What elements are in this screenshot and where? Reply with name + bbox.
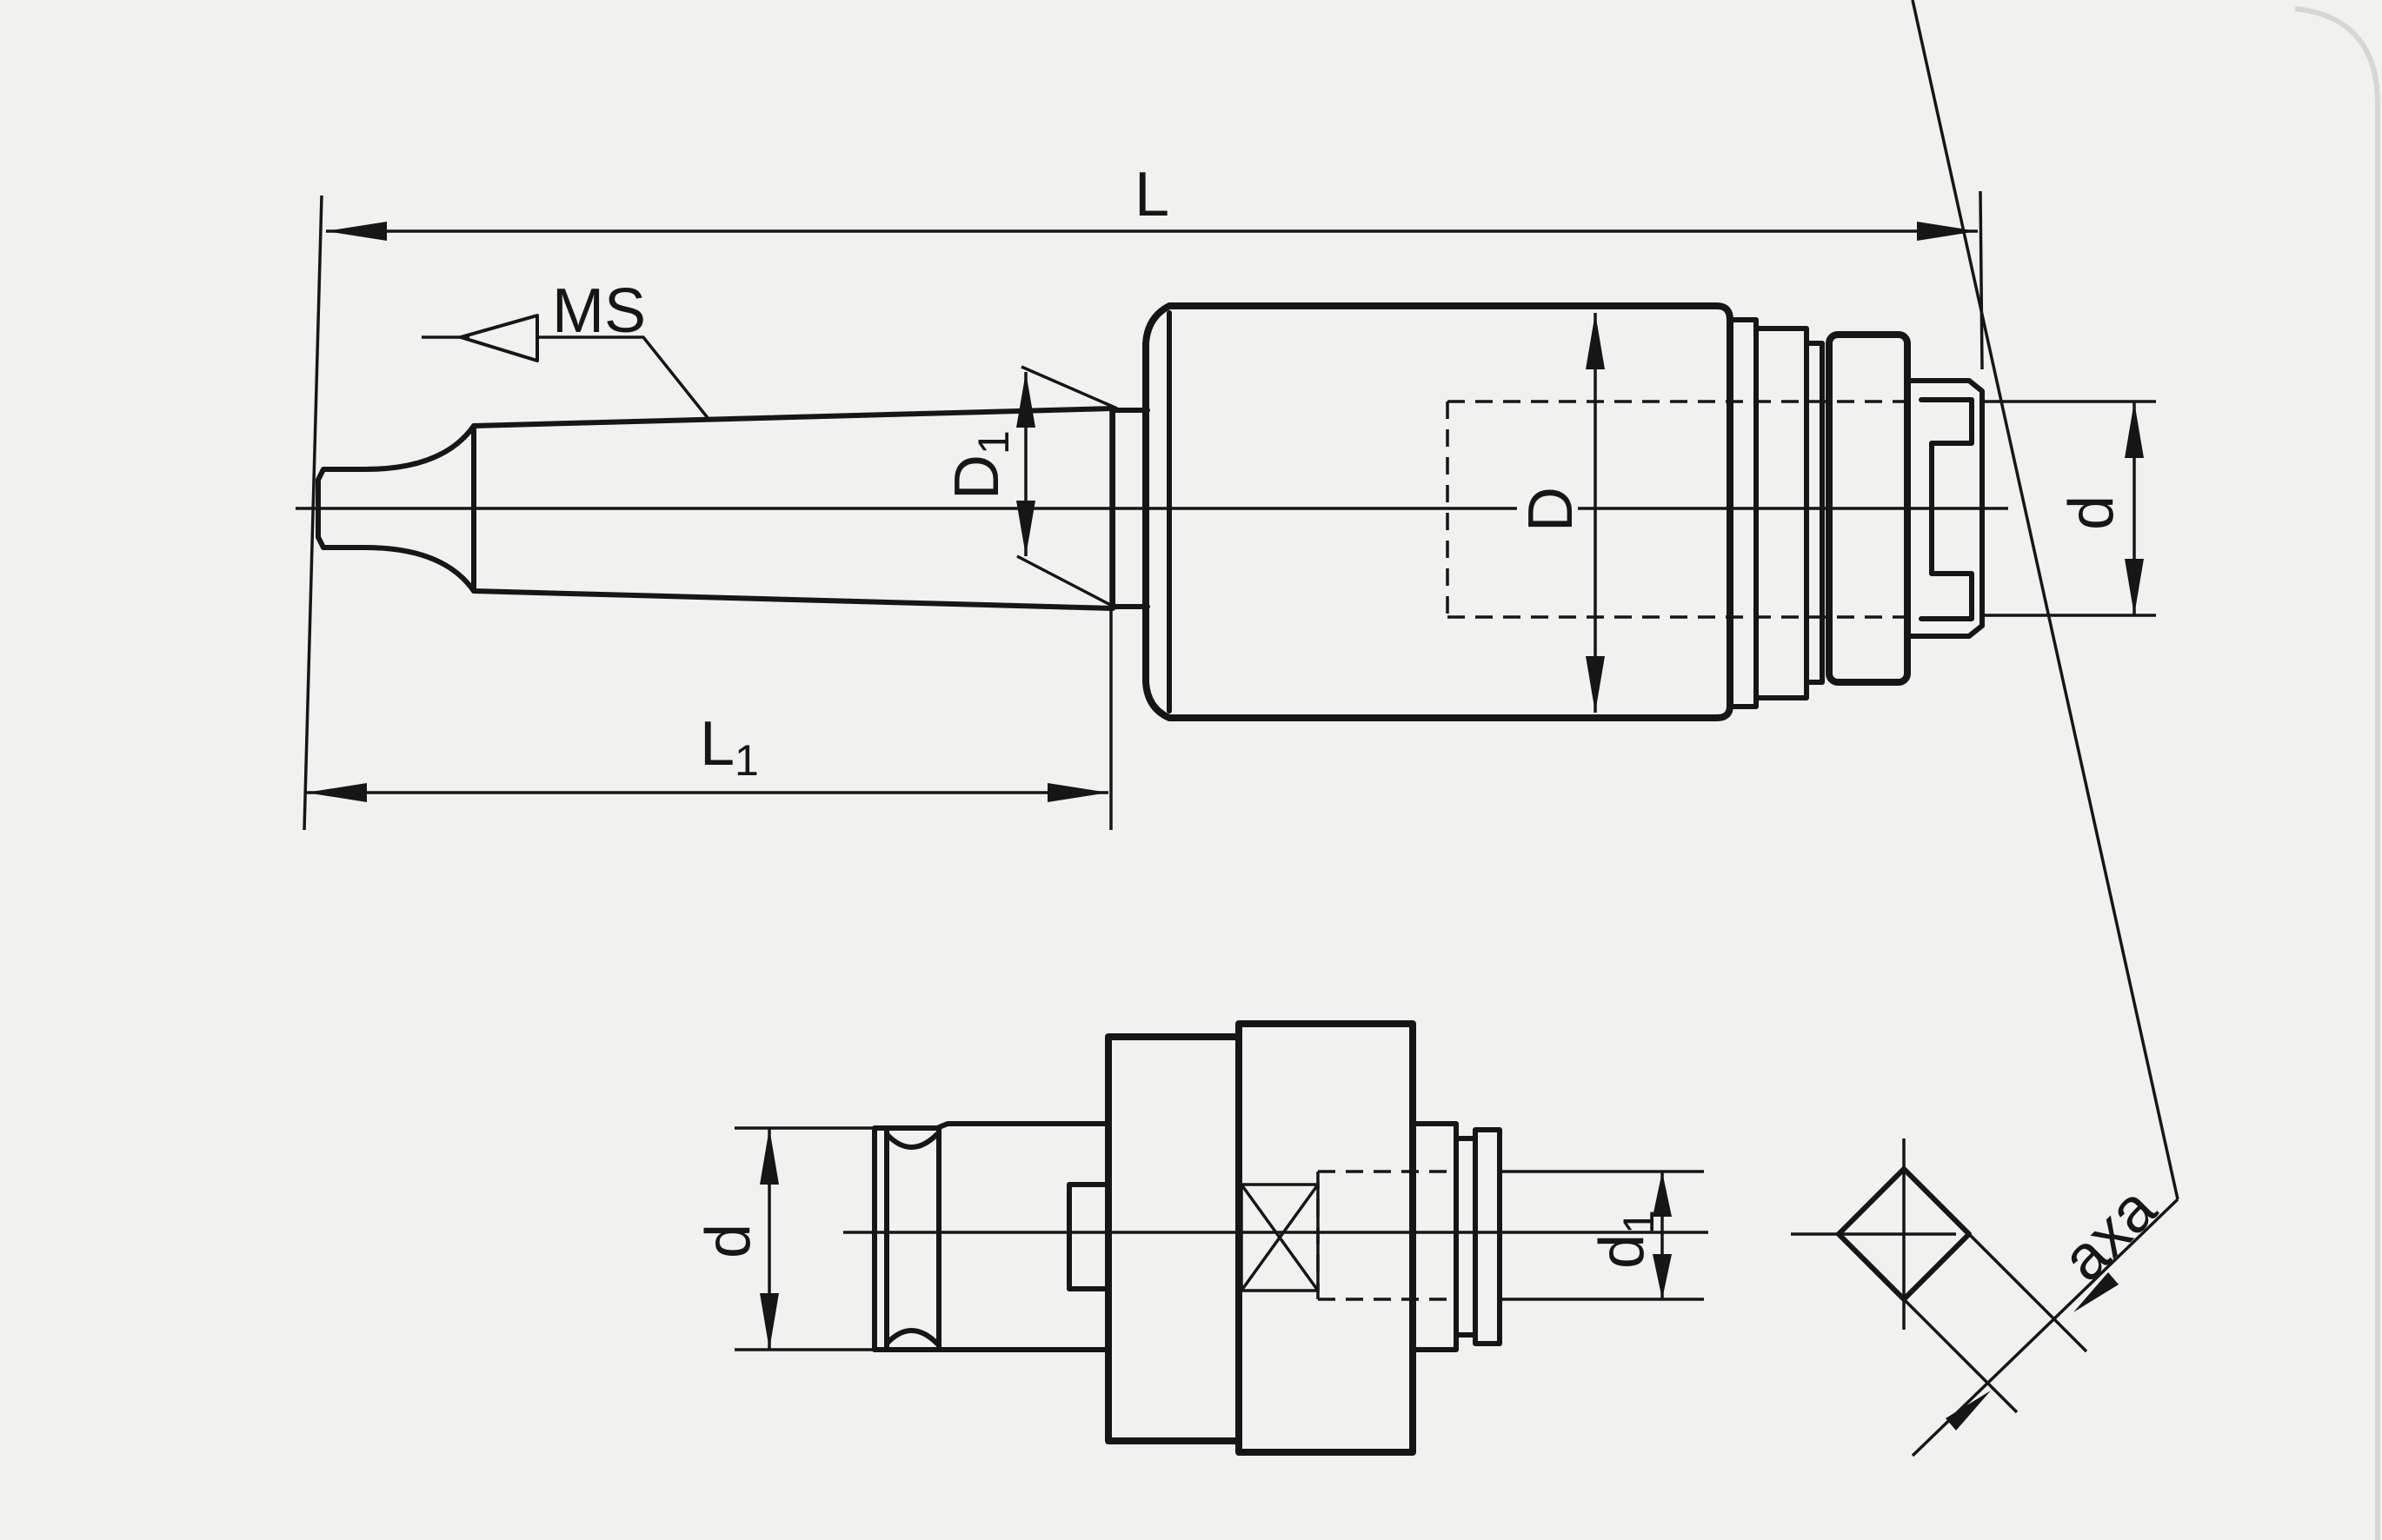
front-cap-step	[1919, 397, 1974, 621]
collar-ring-1	[1727, 317, 1759, 709]
adapter-drive-key	[1067, 1182, 1111, 1291]
arrowhead-axa-1	[1946, 1391, 1991, 1430]
square-drive-diag-2	[1240, 1183, 1320, 1292]
dimension-label-L1: L1	[700, 709, 759, 785]
dimension-label-D1: D1	[942, 430, 1018, 500]
square-ext-1	[1967, 1232, 2088, 1353]
arrowhead-d1-bottom	[1653, 1254, 1672, 1299]
arrowhead-d-adapter-bottom	[760, 1293, 779, 1350]
adapter-nut	[1826, 331, 1911, 686]
collar-ring-3	[1804, 341, 1825, 685]
adapter-groove	[884, 1132, 940, 1346]
dimension-label-axa: axa	[2049, 1173, 2170, 1294]
arrowhead-d1-top	[1653, 1172, 1672, 1217]
adapter-front-ring-2	[1454, 1136, 1478, 1338]
front-cap	[1905, 378, 1985, 639]
dimension-label-d-adapter: d	[694, 1224, 763, 1258]
arrowhead-L1-right	[1048, 783, 1108, 802]
arrowhead-axa-2	[2073, 1272, 2119, 1312]
ms-leader-line	[539, 335, 710, 421]
arrowhead-L-left	[326, 222, 387, 241]
arrowhead-d-bottom	[2125, 559, 2144, 615]
adapter-view: d d1	[694, 1020, 1708, 1456]
taper-symbol-icon	[459, 314, 539, 362]
shank-neck	[1110, 408, 1150, 609]
label-D-mask	[1517, 474, 1578, 543]
extension-line-right	[1979, 190, 1984, 370]
adapter-front-ring-3	[1473, 1127, 1502, 1346]
arrowhead-L1-left	[306, 783, 367, 802]
dimension-label-D: D	[1516, 487, 1586, 532]
top-view: L L1 D1 MS	[296, 160, 2156, 831]
arrowhead-d-adapter-top	[760, 1128, 779, 1185]
taper-label-MS: MS	[552, 276, 646, 346]
dimension-line-axa	[1911, 0, 2179, 1200]
arrowhead-D1-top	[1016, 372, 1035, 428]
arrowhead-D1-bottom	[1016, 501, 1035, 556]
adapter-body-left	[1105, 1033, 1242, 1444]
adapter-body-right	[1235, 1020, 1416, 1456]
d1-extension-bottom	[1016, 554, 1118, 610]
arrowhead-d-top	[2125, 402, 2144, 458]
collar-ring-2	[1753, 326, 1809, 700]
page-edge	[2294, 6, 2380, 1540]
dimension-label-d-top-view: d	[2057, 495, 2126, 530]
d1-extension-top	[1021, 365, 1118, 410]
dimension-label-d1: d1	[1587, 1210, 1663, 1269]
adapter-front-ring-1	[1410, 1121, 1459, 1352]
extension-line-left	[303, 195, 323, 831]
chuck-body	[1142, 302, 1733, 721]
dimension-label-L: L	[1134, 160, 1169, 229]
adapter-bore-hidden	[1316, 1170, 1456, 1301]
arrowhead-D-top	[1586, 313, 1605, 369]
inner-bore-hidden	[1446, 400, 1913, 619]
square-detail: axa	[1791, 0, 2179, 1457]
arrowhead-L-right	[1917, 222, 1978, 241]
tang	[316, 423, 476, 594]
adapter-shank	[884, 1121, 1111, 1352]
arrowhead-D-bottom	[1586, 656, 1605, 713]
adapter-shank-end	[872, 1125, 889, 1352]
square-ext-2	[1902, 1298, 2019, 1414]
